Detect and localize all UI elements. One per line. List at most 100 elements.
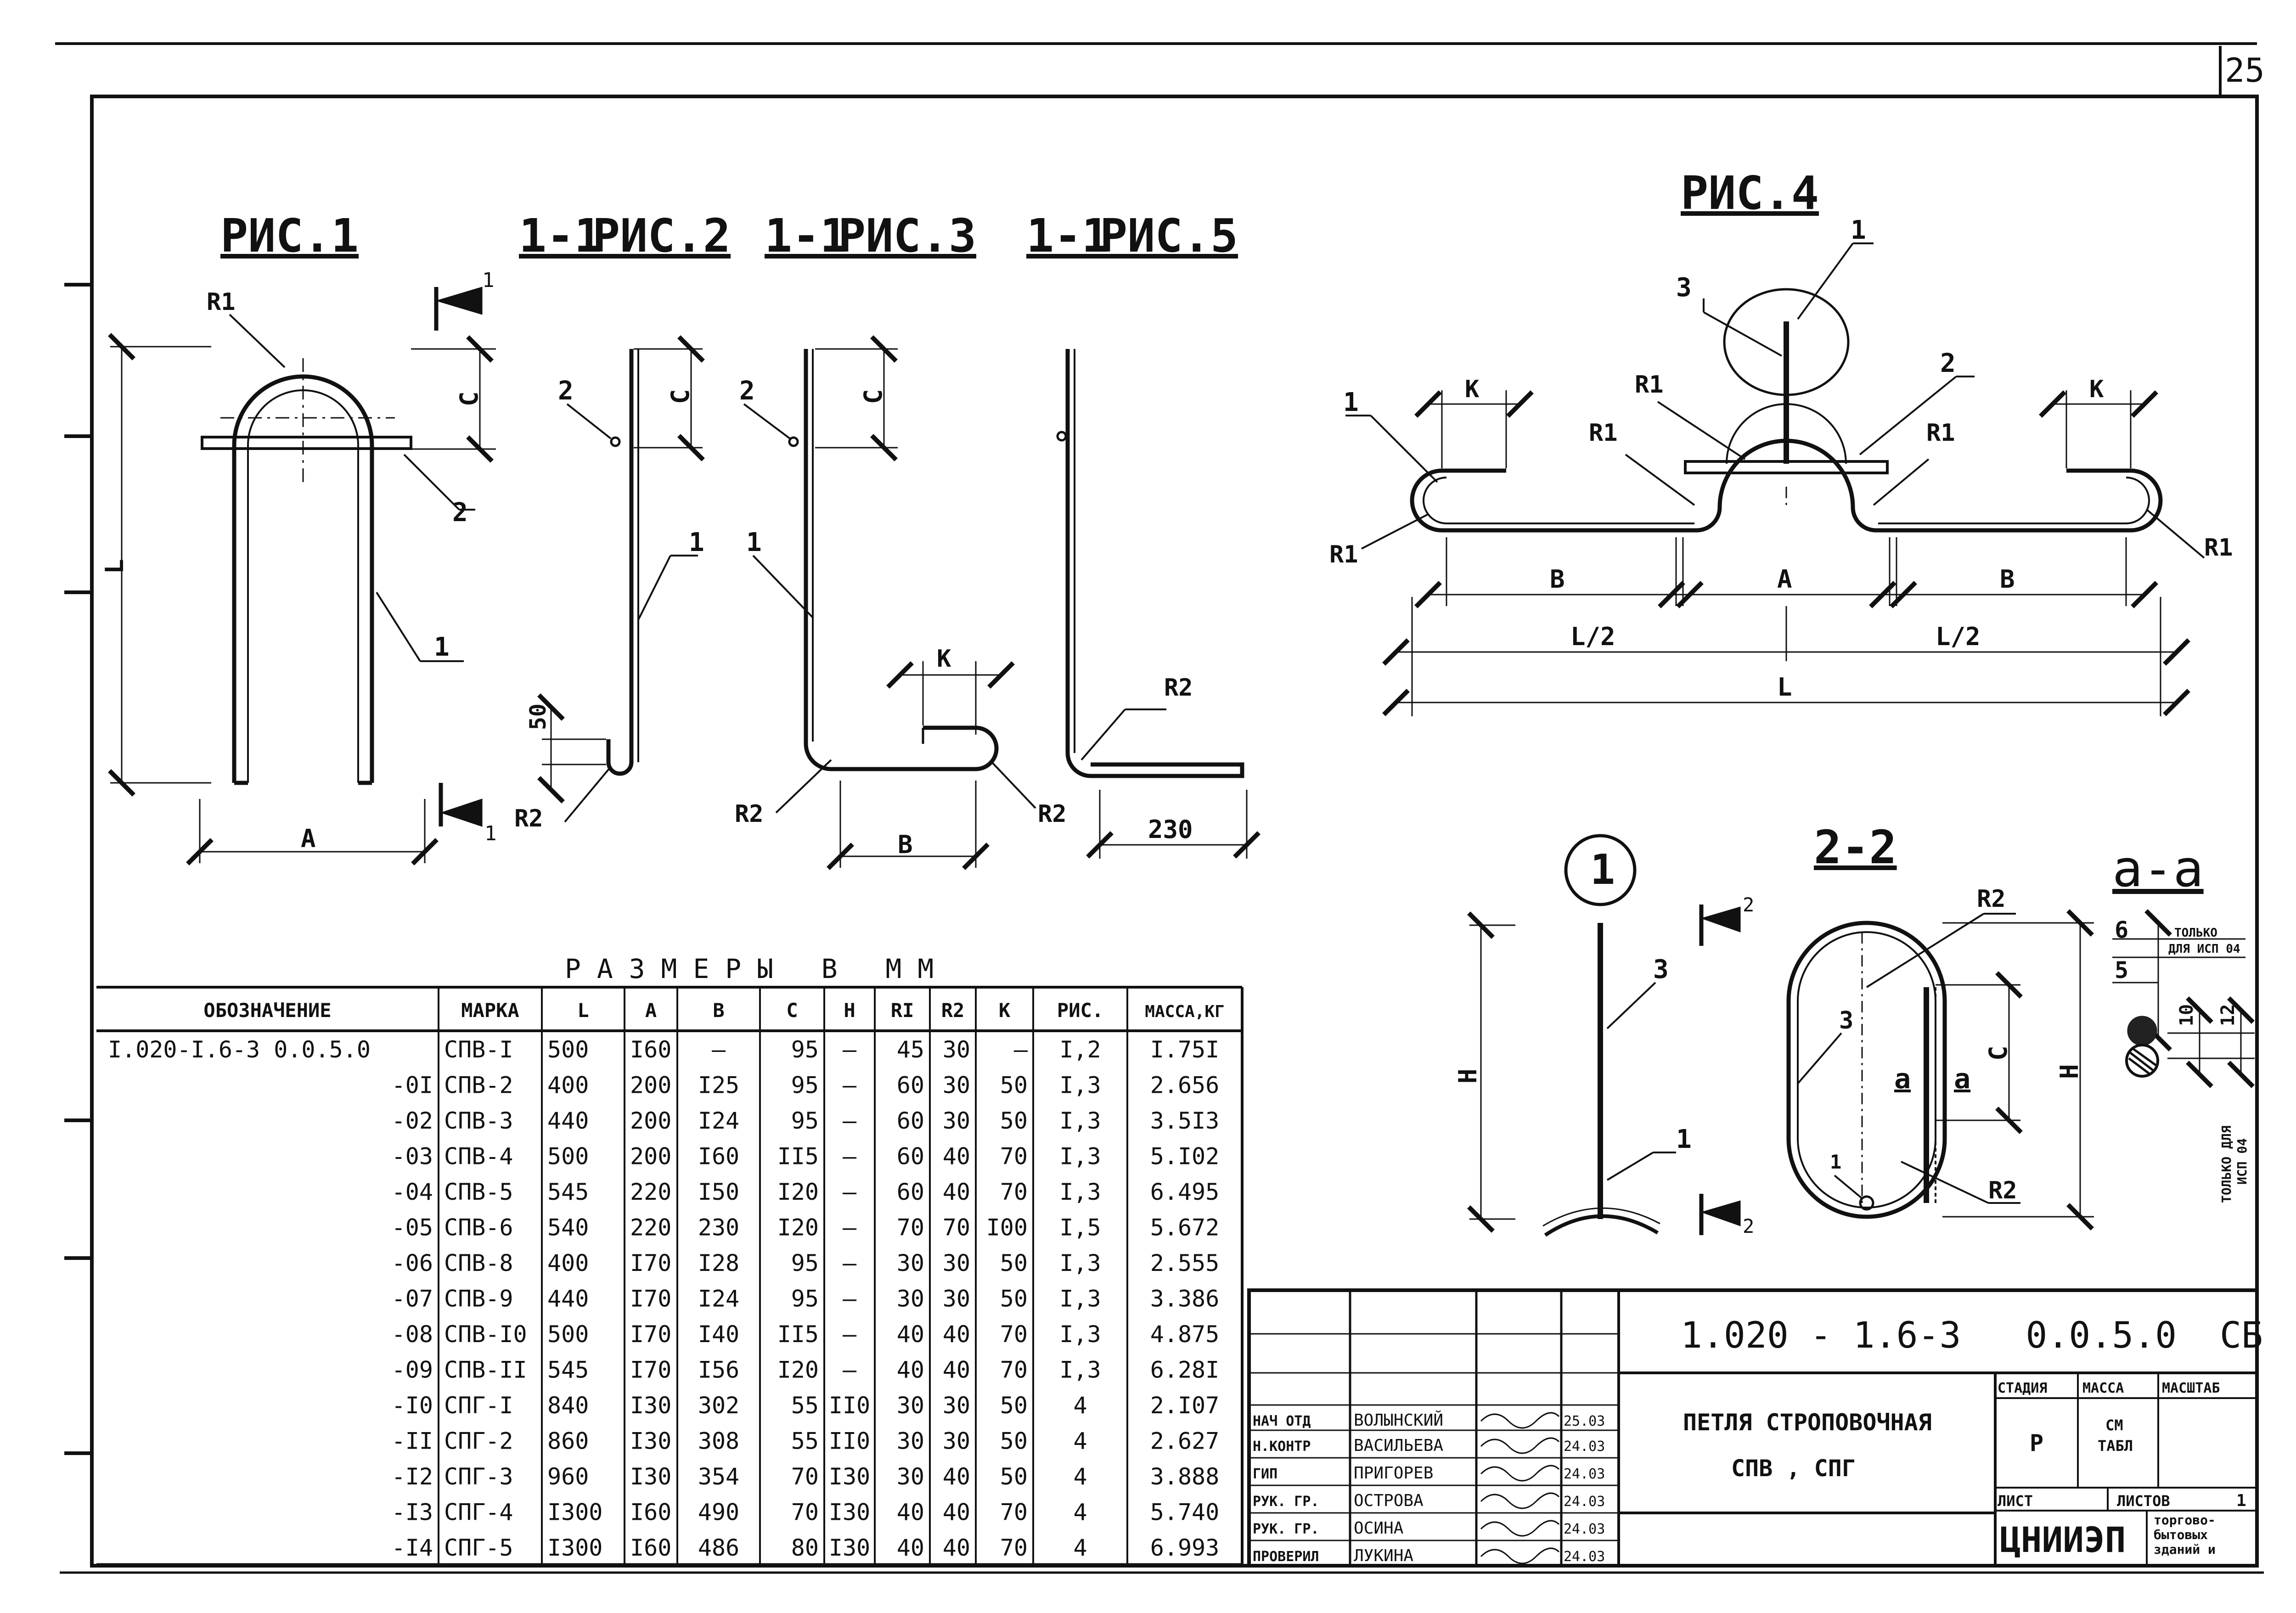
table-cell: 70 bbox=[1000, 1499, 1028, 1526]
table-cell: 60 bbox=[897, 1179, 924, 1205]
table-header-cell: RI bbox=[891, 999, 914, 1022]
sectionaa-dim-6: 6 bbox=[2115, 916, 2128, 943]
table-cell: 4 bbox=[1073, 1392, 1087, 1419]
signature-role: РУК. ГР. bbox=[1253, 1494, 1319, 1510]
stage-value: Р bbox=[2030, 1430, 2043, 1456]
table-header-cell: МАССА,КГ bbox=[1145, 1002, 1224, 1021]
table-cell: -03 bbox=[392, 1143, 433, 1170]
table-cell: II0 bbox=[829, 1428, 870, 1455]
table-cell: I30 bbox=[630, 1392, 671, 1419]
sectionaa-note-only: ТОЛЬКО bbox=[2174, 926, 2217, 940]
sheets-value: 1 bbox=[2236, 1491, 2246, 1510]
table-header-cell: R2 bbox=[941, 999, 965, 1022]
table-cell: 50 bbox=[1000, 1463, 1028, 1490]
table-cell: – bbox=[712, 1036, 726, 1063]
fig3-section: 1-1 bbox=[765, 209, 848, 263]
fig4-dim-half-left: L/2 bbox=[1570, 622, 1615, 651]
table-cell: 440 bbox=[547, 1107, 589, 1134]
table-cell: СПВ-3 bbox=[444, 1107, 513, 1134]
table-cell: СПГ-4 bbox=[444, 1499, 513, 1526]
table-cell: -I3 bbox=[392, 1499, 433, 1526]
sheet-label: ЛИСТ bbox=[1998, 1492, 2033, 1510]
table-header-cell: Н bbox=[844, 999, 855, 1022]
table-cell: -I2 bbox=[392, 1463, 433, 1490]
table-cell: – bbox=[843, 1036, 857, 1063]
table-cell: 30 bbox=[943, 1072, 970, 1099]
table-cell: 5.I02 bbox=[1150, 1143, 1220, 1170]
sectionaa-dim-12: 12 bbox=[2217, 1004, 2239, 1026]
org-dept-2: бытовых bbox=[2154, 1527, 2208, 1542]
table-caption: Р А З М Е Р Ы В М М bbox=[565, 953, 934, 984]
signature-role: ПРОВЕРИЛ bbox=[1253, 1549, 1319, 1565]
scale-label: МАСШТАБ bbox=[2162, 1380, 2220, 1396]
fig3-radius-left: R2 bbox=[735, 800, 764, 828]
table-cell: I,3 bbox=[1059, 1286, 1101, 1312]
table-cell: 200 bbox=[630, 1072, 671, 1099]
figure-2: 1-1 РИС.2 С 50 R2 2 1 bbox=[514, 209, 731, 832]
table-cell: II5 bbox=[777, 1321, 819, 1348]
table-cell: СПВ-II bbox=[444, 1357, 527, 1383]
sheet-number: 25 bbox=[2225, 51, 2265, 90]
table-cell: 40 bbox=[943, 1499, 970, 1526]
signature-name: ВАСИЛЬЕВА bbox=[1354, 1436, 1443, 1455]
table-cell: -09 bbox=[392, 1357, 433, 1383]
table-cell: 4.875 bbox=[1150, 1321, 1220, 1348]
fig3-radius-right: R2 bbox=[1038, 800, 1067, 828]
table-cell: 30 bbox=[943, 1107, 970, 1134]
table-cell: I50 bbox=[698, 1179, 739, 1205]
detail1-callout-1: 1 bbox=[1676, 1124, 1692, 1154]
table-cell: 70 bbox=[791, 1499, 819, 1526]
title-name-line1: ПЕТЛЯ СТРОПОВОЧНАЯ bbox=[1683, 1409, 1932, 1436]
signature-scribble bbox=[1480, 1492, 1560, 1509]
table-cell: I28 bbox=[698, 1250, 739, 1276]
signature-role: РУК. ГР. bbox=[1253, 1521, 1319, 1537]
sectionaa-note-vertical-2: ИСП 04 bbox=[2234, 1138, 2250, 1185]
table-cell: II5 bbox=[777, 1143, 819, 1170]
mass-label: МАССА bbox=[2082, 1380, 2124, 1396]
table-cell: 500 bbox=[547, 1036, 589, 1063]
section22-title: 2-2 bbox=[1814, 821, 1897, 874]
table-cell: I24 bbox=[698, 1107, 739, 1134]
table-header-cell: В bbox=[713, 999, 724, 1022]
fig1-section-label-top: 1 bbox=[482, 269, 495, 292]
table-cell: 6.495 bbox=[1150, 1179, 1220, 1205]
table-cell: I30 bbox=[630, 1463, 671, 1490]
table-cell: 50 bbox=[1000, 1250, 1028, 1276]
fig3-dim-k: К bbox=[937, 645, 951, 673]
signature-scribble bbox=[1480, 1520, 1560, 1537]
fig2-callout-1: 1 bbox=[689, 528, 704, 557]
table-cell: I300 bbox=[547, 1499, 602, 1526]
table-cell: I70 bbox=[630, 1250, 671, 1276]
signature-name: ВОЛЫНСКИЙ bbox=[1354, 1411, 1443, 1430]
table-cell: 95 bbox=[791, 1072, 819, 1099]
fig4-callout-1-top: 1 bbox=[1851, 215, 1866, 245]
fig4-radius-5: R1 bbox=[2204, 534, 2233, 562]
table-cell: 50 bbox=[1000, 1392, 1028, 1419]
table-cell: 30 bbox=[943, 1392, 970, 1419]
table-cell: I,3 bbox=[1059, 1250, 1101, 1276]
table-cell: 40 bbox=[943, 1463, 970, 1490]
table-cell: СПВ-4 bbox=[444, 1143, 513, 1170]
table-cell: 2.555 bbox=[1150, 1250, 1220, 1276]
table-cell: 50 bbox=[1000, 1072, 1028, 1099]
signature-date: 24.03 bbox=[1564, 1549, 1605, 1565]
table-cell: 220 bbox=[630, 1214, 671, 1241]
table-cell: I,5 bbox=[1059, 1214, 1101, 1241]
fig4-callout-2: 2 bbox=[1940, 348, 1956, 378]
section22-dim-h: Н bbox=[2055, 1064, 2084, 1079]
table-cell: I70 bbox=[630, 1321, 671, 1348]
figure-3: 1-1 РИС.3 С К В R2 R2 2 1 bbox=[735, 209, 1067, 870]
fig1-callout-1: 1 bbox=[434, 632, 450, 662]
signature-date: 24.03 bbox=[1564, 1494, 1605, 1510]
fig4-callout-1-left: 1 bbox=[1343, 388, 1359, 417]
figure-5: 1-1 РИС.5 R2 230 bbox=[1026, 209, 1261, 859]
table-cell: – bbox=[843, 1286, 857, 1312]
table-cell: СПВ-2 bbox=[444, 1072, 513, 1099]
section22-cut-left: a bbox=[1894, 1063, 1911, 1095]
sectionaa-dim-5: 5 bbox=[2115, 957, 2128, 984]
signature-name: ЛУКИНА bbox=[1354, 1546, 1413, 1565]
fig5-title: РИС.5 bbox=[1100, 209, 1238, 263]
mass-value-1: СМ bbox=[2105, 1416, 2123, 1434]
